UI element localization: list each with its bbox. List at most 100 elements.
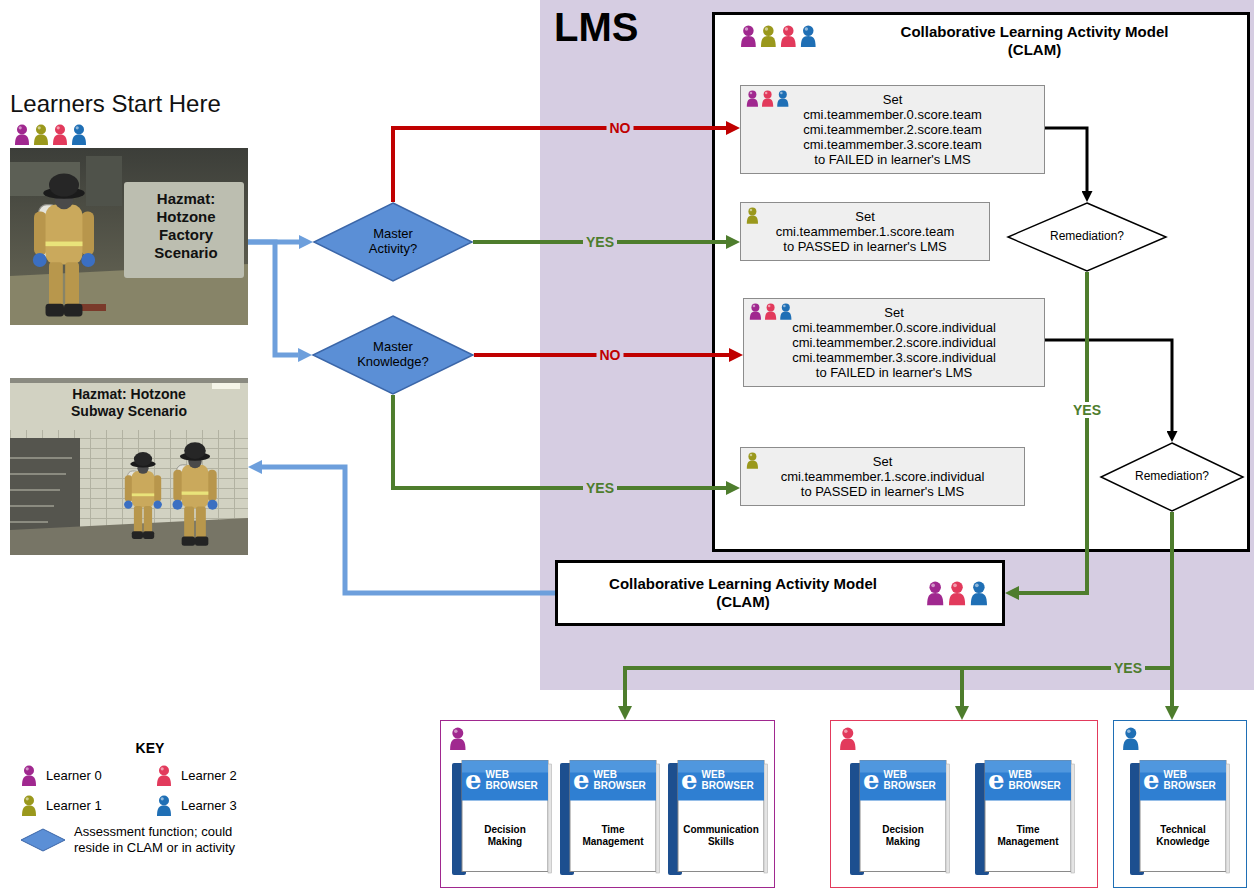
text-slot: WEB BROWSER <box>884 769 942 791</box>
legend-item: Assessment function; could reside in CLA… <box>20 824 290 856</box>
text-slot: e <box>988 765 1005 795</box>
connector <box>1045 128 1087 191</box>
learner-icon <box>1123 728 1138 751</box>
remediation-group: eWEB BROWSER Technical Knowledge <box>1113 720 1247 888</box>
learner-icon <box>801 26 816 48</box>
edge-label: YES <box>583 480 617 496</box>
scenario-title: Hazmat: Hotzone Subway Scenario <box>54 386 204 420</box>
assignment-text: Set cmi.teammember.1.score.individual to… <box>781 454 985 499</box>
legend-diamond-sample <box>20 828 66 852</box>
text-slot: Hazmat: Hotzone Subway Scenario <box>10 386 248 420</box>
learner-icons <box>746 90 792 108</box>
browser-header: eWEB BROWSER <box>465 760 547 800</box>
web-browser-icon: eWEB BROWSER Communication Skills <box>668 760 768 875</box>
diamond-shape <box>313 316 473 394</box>
assignment-text: Set cmi.teammember.0.score.individual cm… <box>792 305 996 380</box>
text-slot: WEB BROWSER <box>702 769 760 791</box>
subway-scene <box>10 378 248 555</box>
scenario-picture: Hazmat: Hotzone Subway Scenario <box>10 378 248 555</box>
browser-header: eWEB BROWSER <box>1143 760 1225 800</box>
connector <box>1045 340 1172 431</box>
browser-logo: e <box>1143 765 1160 795</box>
text-slot: Hazmat: Hotzone Factory Scenario <box>130 190 242 262</box>
process-box: Set cmi.teammember.1.score.team to PASSE… <box>740 202 990 261</box>
edge-label: NO <box>597 347 624 363</box>
learner-icon <box>22 796 36 817</box>
learner-icon <box>157 796 171 817</box>
learner-icons <box>740 25 820 49</box>
topic-label: Decision Making <box>882 824 924 848</box>
topic-label: Time Management <box>997 824 1058 848</box>
text-slot: Learners Start Here <box>10 90 310 118</box>
browser-name: WEB BROWSER <box>486 769 544 791</box>
browser-logo: e <box>863 765 880 795</box>
connector <box>248 242 298 355</box>
process-box: Set cmi.teammember.0.score.team cmi.team… <box>740 85 1045 174</box>
text-slot: WEB BROWSER <box>594 769 652 791</box>
edge-label: YES <box>583 234 617 250</box>
legend-swatch <box>20 764 38 787</box>
topic-label: Communication Skills <box>683 824 759 848</box>
text-slot: Decision Making <box>464 802 546 870</box>
learner-icons <box>926 581 992 607</box>
learner-icon <box>750 303 761 319</box>
text-slot: Set cmi.teammember.0.score.team cmi.team… <box>749 92 1036 167</box>
learner-icons <box>1122 727 1143 752</box>
clam-box: Collaborative Learning Activity Model (C… <box>555 560 1005 626</box>
connector <box>248 240 299 245</box>
decision-diamond: Remediation? <box>1007 202 1167 272</box>
legend-item: Learner 1 <box>20 794 155 817</box>
connector <box>1170 512 1174 706</box>
legend-text: Learner 3 <box>181 798 237 814</box>
decision-label: Master Knowledge? <box>352 340 434 370</box>
text-slot: Technical Knowledge <box>1142 802 1224 870</box>
text-slot: Remediation? <box>1100 442 1244 512</box>
topic-label: Technical Knowledge <box>1156 824 1209 848</box>
remediation-group: eWEB BROWSERDecision MakingeWEB BROWSERT… <box>830 720 1098 888</box>
diamond-shape <box>1008 203 1166 271</box>
text-slot: e <box>681 765 698 795</box>
diamond-shape <box>314 203 472 281</box>
learner-icon <box>741 26 756 48</box>
decision-label: Remediation? <box>1135 470 1209 484</box>
learner-icons <box>14 124 90 146</box>
text-slot: Collaborative Learning Activity Model (C… <box>830 23 1239 59</box>
web-browser-icon: eWEB BROWSER Decision Making <box>850 760 950 875</box>
region-title: LMS <box>554 4 638 50</box>
learner-icons <box>839 727 860 752</box>
learner-icon <box>765 303 776 319</box>
learner-icon <box>971 582 987 606</box>
text-slot: Decision Making <box>862 802 944 870</box>
browser-logo: e <box>988 765 1005 795</box>
text-slot: e <box>465 765 482 795</box>
browser-header: eWEB BROWSER <box>863 760 945 800</box>
process-box: Set cmi.teammember.1.score.individual to… <box>740 447 1025 506</box>
connector <box>1019 272 1087 593</box>
connector <box>393 395 726 488</box>
text-slot: e <box>1143 765 1160 795</box>
legend-text: Learner 1 <box>46 798 102 814</box>
clam-title: Collaborative Learning Activity Model (C… <box>880 23 1190 59</box>
learner-icon <box>157 766 171 787</box>
text-slot: Set cmi.teammember.1.score.individual to… <box>749 454 1016 499</box>
scenario-picture: Learners Start HereHazmat: Hotzone Facto… <box>10 148 248 325</box>
legend-swatch <box>155 794 173 817</box>
browser-name: WEB BROWSER <box>1009 769 1067 791</box>
browser-name: WEB BROWSER <box>884 769 942 791</box>
edge-label-holder: YES <box>1070 401 1104 419</box>
edge-label-holder: YES <box>583 233 617 251</box>
web-browser-icon: eWEB BROWSERDecision Making <box>452 760 552 875</box>
learner-icon <box>747 207 758 223</box>
learner-icon <box>72 125 86 146</box>
web-browser-icon: eWEB BROWSER Technical Knowledge <box>1130 760 1230 875</box>
factory-scene <box>10 148 248 325</box>
decision-diamond: Master Activity? <box>313 202 473 282</box>
learner-icon <box>781 26 796 48</box>
learner-icon <box>747 452 758 468</box>
decision-label: Master Activity? <box>356 227 430 257</box>
connector <box>262 467 555 593</box>
learner-icons <box>746 207 762 225</box>
legend-item: Learner 0 <box>20 764 155 787</box>
browser-logo: e <box>465 765 482 795</box>
clam-box: Collaborative Learning Activity Model (C… <box>712 12 1250 552</box>
